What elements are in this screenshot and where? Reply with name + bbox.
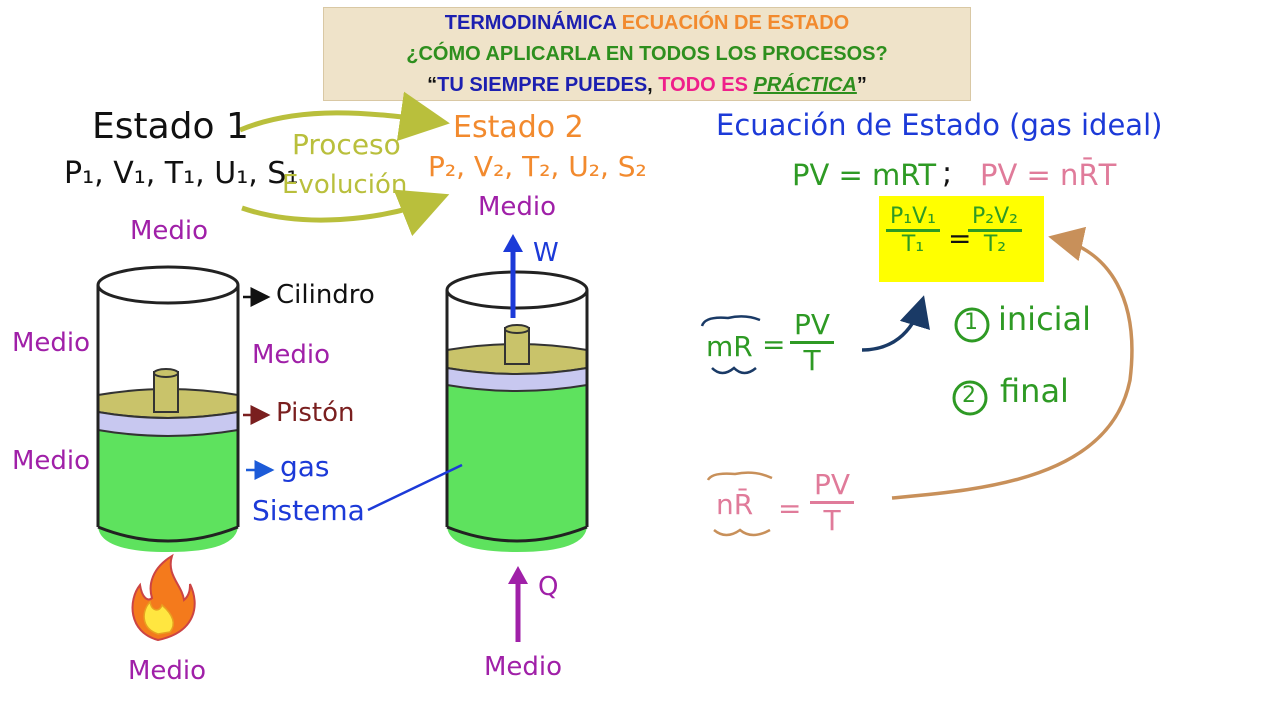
banner-quote-close: ” bbox=[856, 74, 867, 96]
box-den-right: T₂ bbox=[983, 232, 1007, 257]
estado2-props: P₂, V₂, T₂, U₂, S₂ bbox=[428, 150, 647, 183]
medio-top-1: Medio bbox=[130, 216, 209, 246]
mr-frac: PV T bbox=[790, 308, 835, 377]
ecuacion-nrt: PV = nR̄T bbox=[980, 158, 1117, 192]
sistema-pointer bbox=[367, 463, 463, 512]
cylinder-2 bbox=[445, 270, 589, 552]
cilindro-label: Cilindro bbox=[276, 280, 375, 310]
banner-motto-a: TU SIEMPRE PUEDES bbox=[437, 74, 648, 96]
circle-2-number: 2 bbox=[962, 383, 976, 408]
box-bar-left bbox=[886, 229, 940, 232]
medio-left-lower: Medio bbox=[12, 446, 91, 476]
equation-highlight bbox=[879, 196, 1044, 282]
medio-right-1: Medio bbox=[252, 340, 331, 370]
proceso-line2: Evolución bbox=[282, 170, 408, 200]
navy-arrow bbox=[861, 295, 930, 352]
brace-nr-bottom bbox=[713, 528, 771, 537]
brace-mr-top bbox=[700, 315, 761, 327]
nr-equals: = bbox=[778, 492, 802, 525]
heat-label: Q bbox=[538, 572, 559, 602]
nr-bar bbox=[810, 501, 855, 504]
tan-arrow bbox=[891, 226, 1134, 500]
medio-bottom-2: Medio bbox=[484, 652, 563, 682]
sistema-label: Sistema bbox=[252, 494, 365, 527]
work-label: W bbox=[533, 238, 559, 268]
process-arrow-bottom bbox=[241, 189, 450, 237]
process-arrow-top bbox=[239, 91, 450, 142]
mr-bar bbox=[790, 341, 835, 344]
cylinder-1 bbox=[96, 265, 240, 552]
nr-symbol: nR̄ bbox=[716, 488, 754, 521]
ecuacion-mrt: PV = mRT bbox=[792, 158, 937, 192]
inicial-label: inicial bbox=[998, 300, 1092, 338]
banner-quote-open: “ bbox=[427, 74, 438, 96]
brace-mr-bottom bbox=[711, 366, 757, 375]
flame-icon bbox=[131, 553, 196, 642]
box-num-right: P₂V₂ bbox=[972, 204, 1018, 229]
box-frac-right: P₂V₂ T₂ bbox=[968, 204, 1022, 257]
piston-label: Pistón bbox=[276, 398, 355, 428]
final-label: final bbox=[1000, 372, 1069, 410]
gas-label: gas bbox=[280, 450, 330, 483]
box-bar-right bbox=[968, 229, 1022, 232]
proceso-line1: Proceso bbox=[292, 128, 401, 161]
banner-subtopic: ECUACIÓN DE ESTADO bbox=[621, 12, 850, 34]
medio-top-2: Medio bbox=[478, 192, 557, 222]
banner-comma: , bbox=[647, 74, 653, 96]
mr-num: PV bbox=[794, 308, 831, 341]
nr-num: PV bbox=[814, 468, 851, 501]
circle-1-number: 1 bbox=[964, 310, 978, 335]
nr-den: T bbox=[823, 504, 841, 537]
brace-nr-top bbox=[706, 471, 773, 481]
box-den-left: T₁ bbox=[901, 232, 925, 257]
medio-left-upper: Medio bbox=[12, 328, 91, 358]
mr-den: T bbox=[803, 344, 821, 377]
banner-motto-b: TODO ES bbox=[658, 74, 748, 96]
medio-bottom-1: Medio bbox=[128, 656, 207, 686]
title-banner: TERMODINÁMICA ECUACIÓN DE ESTADO ¿CÓMO A… bbox=[323, 7, 971, 101]
box-num-left: P₁V₁ bbox=[890, 204, 936, 229]
nr-frac: PV T bbox=[810, 468, 855, 537]
mr-equals: = bbox=[762, 328, 786, 361]
box-frac-left: P₁V₁ T₁ bbox=[886, 204, 940, 257]
circle-1 bbox=[954, 307, 990, 343]
ecuacion-sep: ; bbox=[942, 156, 953, 191]
mr-symbol: mR bbox=[706, 330, 753, 363]
banner-question: ¿CÓMO APLICARLA EN TODOS LOS PROCESOS? bbox=[406, 43, 888, 65]
banner-motto-c: PRÁCTICA bbox=[753, 74, 857, 96]
banner-topic: TERMODINÁMICA bbox=[444, 12, 617, 34]
estado1-props: P₁, V₁, T₁, U₁, S₁ bbox=[64, 156, 299, 191]
box-equals: = bbox=[948, 222, 972, 255]
estado1-title: Estado 1 bbox=[92, 106, 249, 147]
circle-2 bbox=[952, 380, 988, 416]
estado2-title: Estado 2 bbox=[453, 110, 584, 145]
ecuacion-title: Ecuación de Estado (gas ideal) bbox=[716, 108, 1163, 142]
